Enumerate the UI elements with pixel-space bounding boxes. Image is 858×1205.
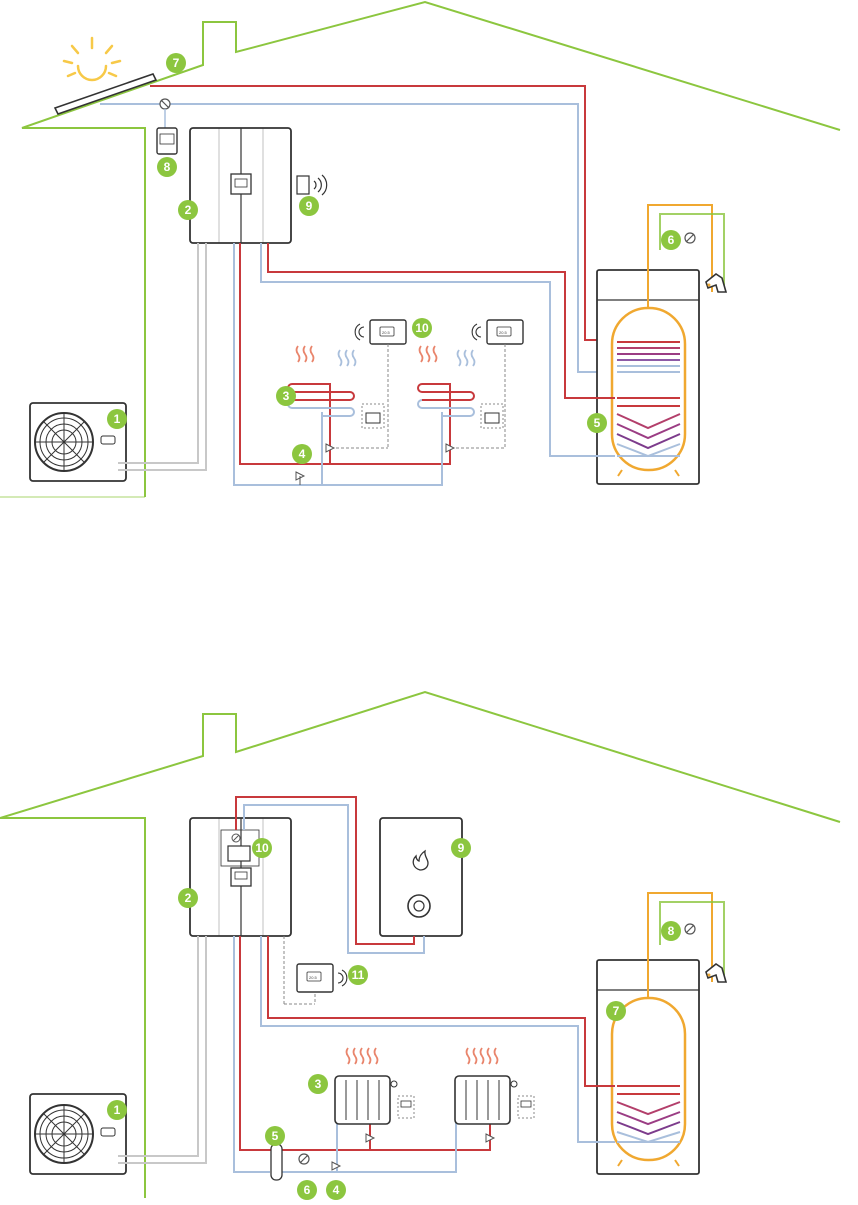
- bottom-indoor-unit: [189, 817, 292, 937]
- svg-text:9: 9: [306, 199, 313, 213]
- top-badges: 1 2 3 4 5 6 7 8 9 10: [107, 53, 681, 464]
- top-zone-thermostat-1: 20.5: [336, 319, 407, 449]
- top-badge-7: 7: [166, 53, 186, 73]
- bottom-internal-valve-icon: [231, 833, 241, 843]
- top-badge-6: 6: [661, 230, 681, 250]
- top-outdoor-unit: [29, 402, 127, 482]
- svg-text:6: 6: [304, 1183, 311, 1197]
- bottom-badge-3: 3: [308, 1074, 328, 1094]
- svg-text:3: 3: [315, 1077, 322, 1091]
- top-indoor-unit: [189, 127, 292, 244]
- top-mixing-valve-icon: [684, 232, 696, 244]
- svg-text:2: 2: [185, 203, 192, 217]
- bottom-sanitary-lines: [647, 892, 725, 998]
- bottom-outdoor-unit: [29, 1093, 127, 1175]
- bottom-room-thermostat: 20.5: [283, 936, 348, 1005]
- svg-text:7: 7: [173, 56, 180, 70]
- svg-text:7: 7: [613, 1004, 620, 1018]
- top-sanitary-lines: [647, 204, 725, 308]
- svg-text:11: 11: [352, 968, 365, 982]
- bottom-badge-11: 11: [348, 965, 368, 985]
- svg-text:4: 4: [333, 1183, 340, 1197]
- bottom-badge-6: 6: [297, 1180, 317, 1200]
- svg-text:8: 8: [164, 160, 171, 174]
- top-house-outline: [21, 0, 841, 497]
- bottom-badge-2: 2: [178, 888, 198, 908]
- bottom-radiator-1: [334, 1075, 415, 1125]
- top-solar-valve-icon: [159, 98, 171, 128]
- top-badge-10: 10: [412, 318, 432, 338]
- bottom-badge-7: 7: [606, 1001, 626, 1021]
- svg-text:4: 4: [299, 447, 306, 461]
- bottom-thermostat-display: 20.5: [309, 975, 318, 980]
- svg-text:5: 5: [272, 1129, 279, 1143]
- svg-text:9: 9: [458, 841, 465, 855]
- top-thermostat-2-display: 20.5: [499, 330, 508, 335]
- top-dhw-tank: [596, 269, 700, 485]
- wifi-icon: [337, 969, 348, 987]
- svg-text:1: 1: [114, 1103, 121, 1117]
- flame-icon: [412, 849, 429, 871]
- top-badge-9: 9: [299, 196, 319, 216]
- fan-icon: [34, 412, 94, 472]
- svg-text:6: 6: [668, 233, 675, 247]
- wifi-icon: [313, 174, 328, 196]
- hydraulic-separator: [270, 1143, 283, 1181]
- bottom-badge-1: 1: [107, 1100, 127, 1120]
- sun-icon: [62, 36, 122, 82]
- bottom-house-outline: [0, 690, 841, 1198]
- tap-icon: [705, 963, 728, 983]
- bottom-mixing-valve-icon: [684, 923, 696, 935]
- tap-icon: [705, 273, 728, 293]
- solar-panel: [53, 73, 158, 115]
- svg-text:1: 1: [114, 412, 121, 426]
- top-badge-3: 3: [276, 386, 296, 406]
- bottom-badges: 1 2 3 4 5 6 7 8 9 10 11: [107, 838, 681, 1200]
- top-refrigerant-lines: [118, 243, 207, 471]
- svg-text:8: 8: [668, 924, 675, 938]
- bottom-circuit-valves: [298, 1133, 496, 1171]
- top-badge-8: 8: [157, 157, 177, 177]
- svg-text:10: 10: [415, 321, 429, 335]
- svg-text:10: 10: [255, 841, 269, 855]
- bottom-badge-4: 4: [326, 1180, 346, 1200]
- bottom-badge-5: 5: [265, 1126, 285, 1146]
- fan-icon: [34, 1104, 94, 1164]
- top-badge-1: 1: [107, 409, 127, 429]
- top-heating-pipes: [233, 243, 615, 486]
- top-diagram: 20.5 20.5 1: [0, 0, 841, 498]
- bottom-badge-9: 9: [451, 838, 471, 858]
- top-zone-valves: [295, 443, 456, 485]
- top-badge-4: 4: [292, 444, 312, 464]
- solar-controller: [156, 127, 178, 155]
- bottom-badge-8: 8: [661, 921, 681, 941]
- bottom-diagram: 20.5 1 2 3 4 5 6 7 8 9 10 11: [0, 690, 841, 1200]
- backup-boiler: [379, 817, 463, 937]
- top-underfloor-loop-2: [417, 383, 504, 450]
- top-zone-thermostat-2: 20.5: [456, 319, 524, 449]
- top-badge-2: 2: [178, 200, 198, 220]
- bottom-radiator-2: [454, 1075, 535, 1125]
- bottom-badge-10: 10: [252, 838, 272, 858]
- top-thermostat-1-display: 20.5: [382, 330, 391, 335]
- svg-text:5: 5: [594, 416, 601, 430]
- heat-waves-icon: [345, 1047, 499, 1065]
- top-badge-5: 5: [587, 413, 607, 433]
- top-wireless-sensor: [296, 174, 328, 196]
- bottom-boiler-pipes: [235, 796, 425, 954]
- svg-text:2: 2: [185, 891, 192, 905]
- svg-text:3: 3: [283, 389, 290, 403]
- top-underfloor-loop-1: [287, 383, 385, 450]
- heat-waves-icon: [295, 345, 476, 367]
- bottom-heating-pipes: [233, 936, 615, 1173]
- bottom-refrigerant-lines: [118, 936, 207, 1164]
